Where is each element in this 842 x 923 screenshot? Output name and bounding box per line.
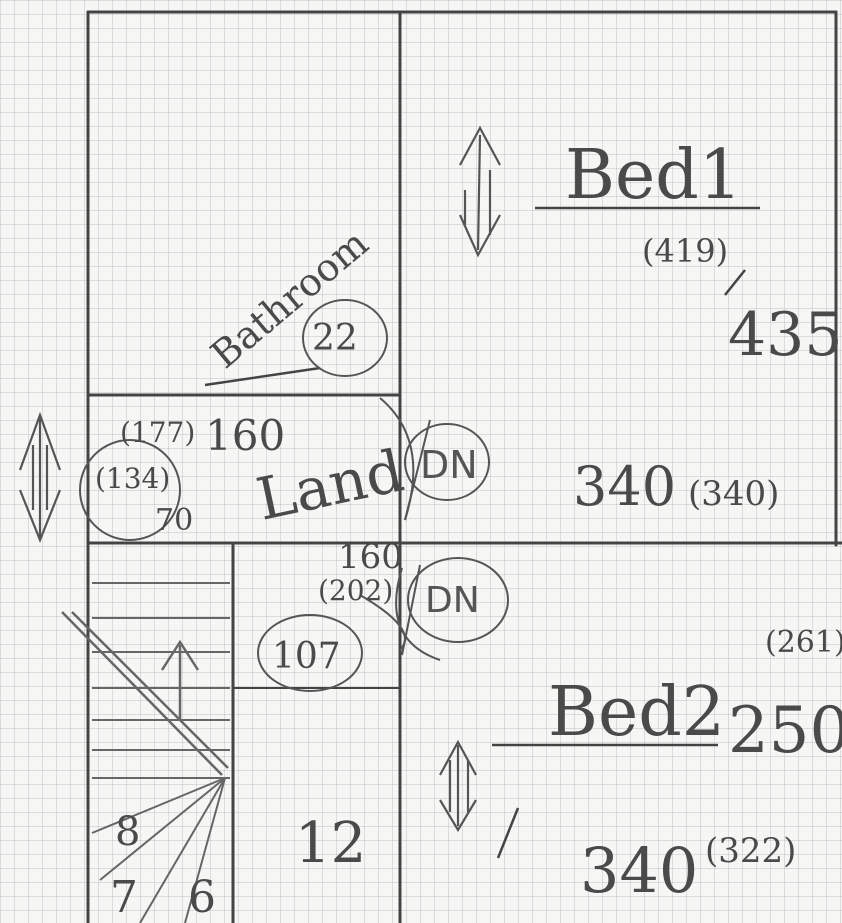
stair-step-8: 8: [115, 809, 140, 855]
stair-up-arrow-head: [160, 639, 200, 671]
landing-depth-prev: (134): [95, 462, 170, 495]
landing-107: 107: [272, 636, 341, 677]
winder-line: [184, 777, 226, 923]
door-swings: [359, 397, 441, 661]
bed1-tick: [724, 269, 746, 296]
bed2-door-arrow: [439, 739, 477, 833]
door-dn-label-1: DN: [420, 443, 478, 487]
walls: [86, 10, 842, 923]
stair-step-6: 6: [188, 872, 216, 923]
door-dn-circle-1: [404, 423, 490, 501]
door-dn-label-2: DN: [425, 580, 480, 621]
door-swing-stair: [359, 594, 406, 651]
bed1-depth: 435: [728, 300, 842, 370]
bed2-width-prev: (322): [705, 831, 796, 871]
bathroom-circled-number: 22: [312, 318, 358, 359]
landing-107-circle: [257, 614, 363, 692]
winder-line: [91, 777, 226, 834]
label-underlines: [204, 206, 760, 859]
door-dn-circle-2: [407, 557, 509, 643]
landing-mid-width: 160: [338, 537, 403, 577]
handrail: [61, 611, 223, 776]
bed2-label: Bed2: [548, 673, 725, 752]
winder-line: [99, 777, 226, 881]
bed1-width: 340: [573, 455, 676, 518]
landing-width: 160: [205, 411, 285, 460]
landing-width-prev: (177): [120, 416, 195, 449]
bed2-depth: 250: [728, 694, 842, 768]
landing-arrow: [18, 411, 62, 543]
landing-depth: 70: [155, 503, 193, 538]
landing-mid-width-prev: (202): [318, 574, 393, 607]
handrail: [71, 611, 229, 769]
door-leaf-landing: [404, 419, 431, 521]
stair-step-7: 7: [110, 872, 138, 923]
bed1-width-prev-2: (340): [688, 474, 779, 514]
stair-lower-label: 12: [295, 811, 366, 876]
bathroom-circle: [302, 299, 388, 377]
stair-treads: [61, 582, 230, 923]
winder-line: [139, 777, 226, 923]
bed2-depth-prev: (261): [765, 625, 842, 660]
bed1-label: Bed1: [565, 136, 742, 215]
bed1-door-arrow: [458, 125, 501, 258]
bed2-tick: [496, 807, 520, 859]
bed2-width: 340: [580, 834, 698, 907]
dimension-arrows: [18, 125, 501, 833]
annotation-circles: [79, 299, 509, 692]
bed1-width-prev: (419): [642, 232, 728, 270]
bathroom-underline: [204, 366, 321, 387]
landing-depth-circle: [79, 439, 181, 541]
